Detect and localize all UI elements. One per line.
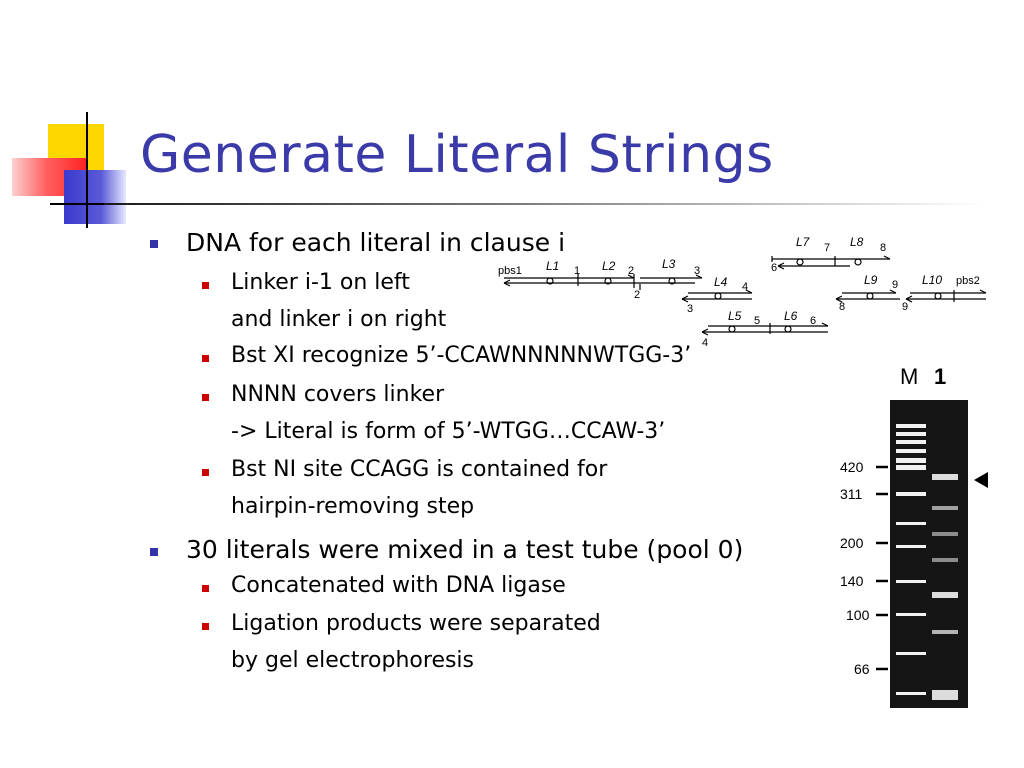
bullet-marker	[202, 469, 209, 476]
gel-size-label: 420	[840, 459, 864, 475]
bullet-l2: Linker i-1 on left	[231, 270, 410, 295]
arrow-left-icon	[974, 472, 988, 488]
bullet-marker	[202, 282, 209, 289]
diagram-label: 4	[742, 281, 748, 293]
diagram-label: 2	[634, 289, 640, 301]
diagram-label: 8	[839, 301, 845, 313]
bullet-l2-cont: hairpin-removing step	[231, 494, 475, 519]
literal-linker-diagram: pbs1 L1 1 L2 2 3 L3 2 L4 4 3 L5 5 L6 6 4…	[498, 235, 987, 349]
gel-lane-label-marker: M	[900, 364, 918, 389]
bullet-marker	[202, 394, 209, 401]
gel-size-label: 311	[840, 486, 863, 502]
diagram-label: 7	[824, 242, 830, 254]
bullet-l2: Bst XI recognize 5’-CCAWNNNNNWTGG-3’	[231, 343, 692, 368]
bullet-l1: DNA for each literal in clause i	[186, 228, 566, 257]
title-underline	[104, 203, 984, 205]
gel-size-label: 140	[840, 573, 864, 589]
gel-background	[890, 400, 968, 708]
bullet-marker	[150, 240, 158, 248]
diagram-label: 3	[687, 303, 693, 315]
bullet-l2-cont: -> Literal is form of 5’-WTGG…CCAW-3’	[231, 419, 666, 444]
diagram-label: L10	[922, 273, 942, 287]
diagram-label: L4	[714, 275, 728, 289]
bullet-l2: Ligation products were separated	[231, 611, 601, 636]
diagram-label: 1	[574, 265, 580, 277]
bullet-marker	[202, 355, 209, 362]
bullet-marker	[202, 585, 209, 592]
bullet-l2: NNNN covers linker	[231, 382, 445, 407]
gel-size-label: 200	[840, 535, 864, 551]
logo-vertical-line	[86, 112, 88, 228]
bullet-marker	[150, 548, 158, 556]
diagram-label: 2	[628, 265, 634, 277]
diagram-label: L5	[728, 309, 742, 323]
diagram-label: 5	[754, 315, 760, 327]
logo-horizontal-line	[50, 203, 132, 205]
diagram-label: 9	[902, 301, 908, 313]
gel-size-label: 100	[846, 607, 870, 623]
diagram-label: 6	[810, 315, 816, 327]
diagram-label: L6	[784, 309, 798, 323]
bullet-l2-cont: by gel electrophoresis	[231, 648, 475, 673]
diagram-label: 8	[880, 242, 886, 254]
diagram-label: L7	[796, 235, 811, 249]
gel-electrophoresis-image: M 1 420 311 200 140 100 66	[840, 364, 988, 708]
bullet-l2: Concatenated with DNA ligase	[231, 573, 566, 598]
diagram-label: 6	[771, 262, 777, 274]
bullet-marker	[202, 623, 209, 630]
diagram-label: L3	[662, 257, 676, 271]
diagram-label: 9	[892, 279, 898, 291]
slide-title: Generate Literal Strings	[140, 125, 774, 185]
diagram-label: pbs1	[498, 265, 522, 277]
gel-lane-label-sample: 1	[934, 364, 946, 389]
bullet-l2: Bst NI site CCAGG is contained for	[231, 457, 608, 482]
gel-size-label: 66	[854, 661, 870, 677]
bullet-l1: 30 literals were mixed in a test tube (p…	[186, 535, 744, 564]
logo-blue-block	[64, 170, 126, 224]
diagram-label: L8	[850, 235, 864, 249]
diagram-label: L9	[864, 273, 878, 287]
diagram-label: L2	[602, 259, 616, 273]
diagram-label: L1	[546, 259, 559, 273]
diagram-label: 3	[694, 265, 700, 277]
bullet-l2-cont: and linker i on right	[231, 307, 447, 332]
diagram-label: 4	[702, 337, 708, 349]
diagram-label: pbs2	[956, 275, 980, 287]
